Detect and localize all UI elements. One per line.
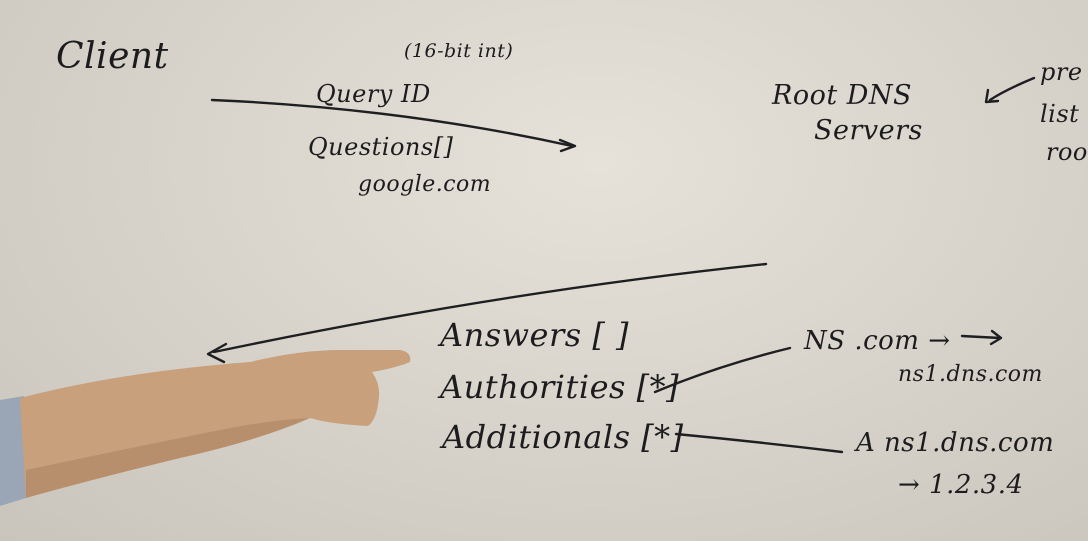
- side-note-line-3: root: [1046, 138, 1088, 166]
- response-arrowhead: [206, 342, 228, 364]
- authorities-label: Authorities [*]: [440, 368, 680, 406]
- a-record-ip: → 1.2.3.4: [898, 470, 1024, 500]
- ns-arrow: [960, 334, 1002, 340]
- query-id-note: (16-bit int): [404, 40, 514, 62]
- additionals-connector: [674, 432, 844, 454]
- questions-label: Questions[]: [308, 133, 454, 161]
- client-label: Client: [56, 36, 169, 77]
- response-arrow: [212, 262, 768, 354]
- a-record: A ns1.dns.com: [856, 428, 1055, 458]
- ns-arrowhead: [989, 329, 1003, 346]
- authorities-connector: [653, 346, 792, 394]
- request-arrowhead: [558, 138, 577, 153]
- ns-target: ns1.dns.com: [898, 362, 1043, 387]
- ns-record: NS .com →: [804, 326, 951, 356]
- side-note-line-2: list: [1040, 100, 1080, 128]
- question-value: google.com: [358, 172, 492, 197]
- side-note-line-1: pre: [1040, 58, 1083, 86]
- side-note-arrow: [988, 76, 1036, 102]
- answers-label: Answers [ ]: [440, 316, 629, 354]
- side-note-arrowhead: [984, 88, 1000, 104]
- request-arrow: [210, 98, 574, 148]
- root-dns-servers-label: Servers: [814, 115, 923, 146]
- additionals-label: Additionals [*]: [442, 418, 684, 456]
- arm-shadow: [26, 418, 310, 498]
- root-dns-label: Root DNS: [772, 80, 913, 111]
- query-id-label: Query ID: [316, 80, 431, 108]
